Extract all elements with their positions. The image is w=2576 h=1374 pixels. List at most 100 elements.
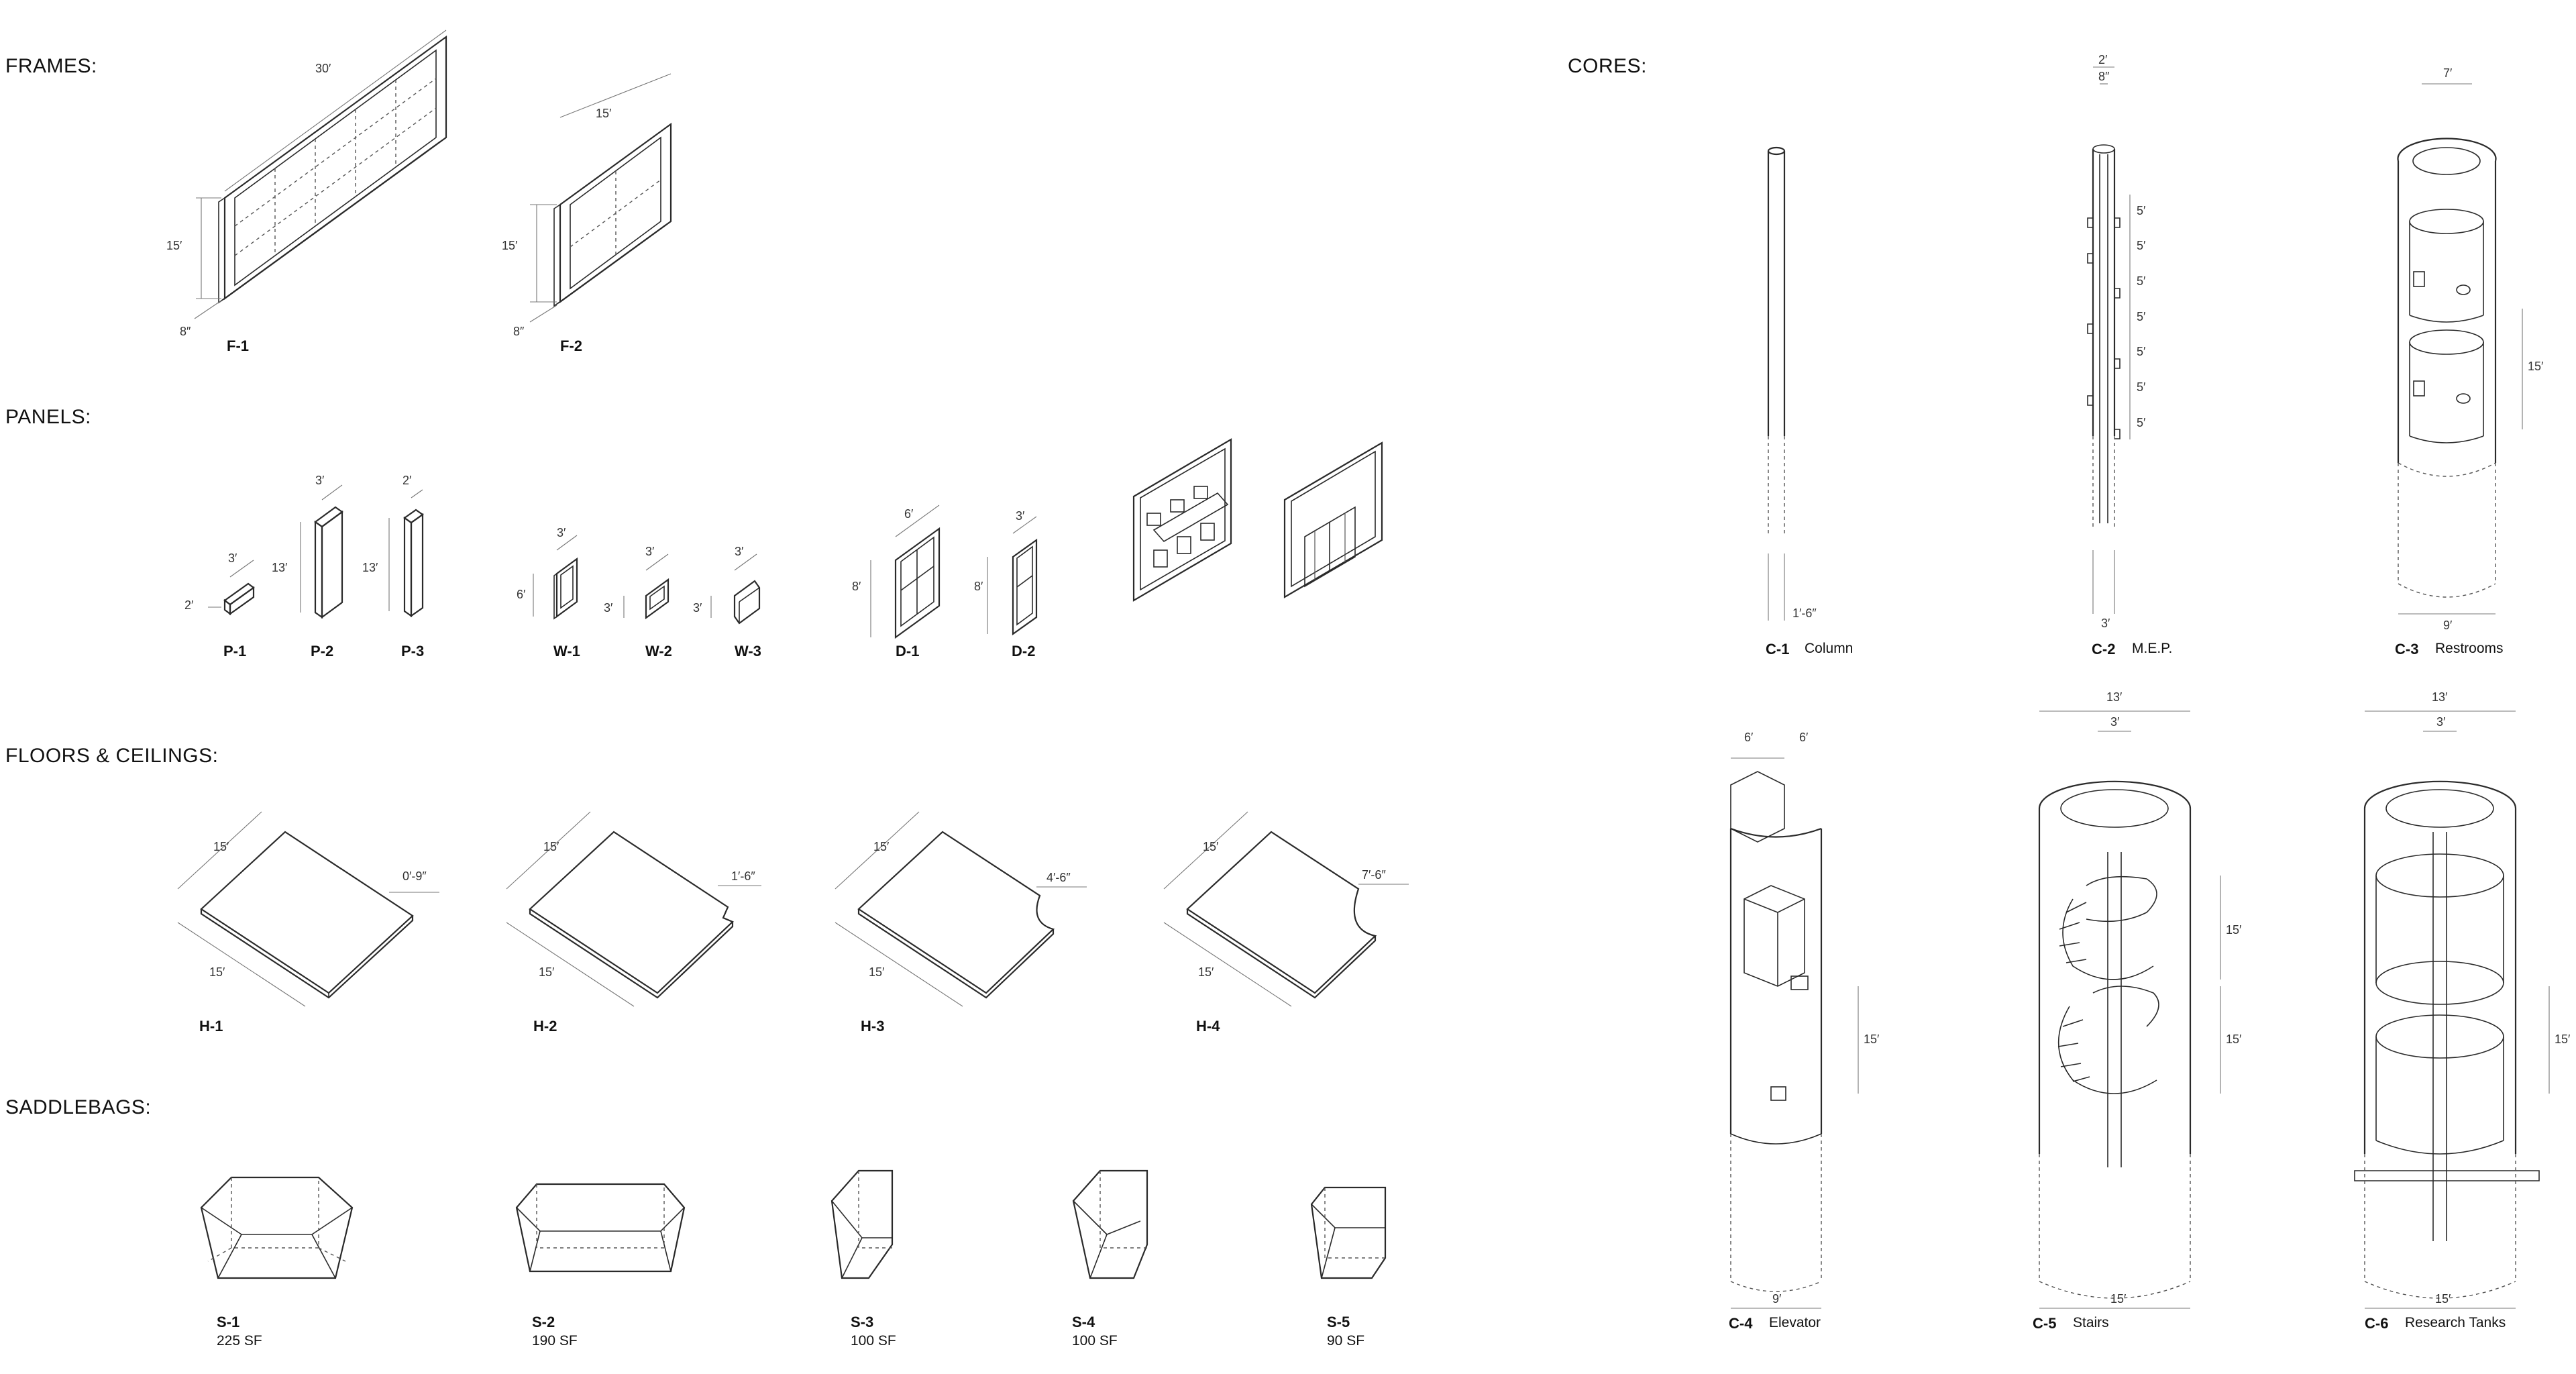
dim-h3-a: 15′ (873, 840, 890, 853)
frames-heading: FRAMES: (5, 55, 97, 77)
saddlebag-area: 100 SF (851, 1333, 896, 1349)
dim-h2-b: 15′ (539, 965, 555, 979)
dimension-labels: 30′ 15′ 8″ 15′ 15′ 8″ 3′ 2′ 3′ 13′ 2′ 13… (166, 53, 2571, 1306)
dim-h1-a: 15′ (213, 840, 229, 853)
panel-p3-drawing (388, 489, 424, 618)
core-code: C-1 (1766, 641, 1790, 657)
panel-code: W-3 (735, 643, 761, 659)
saddlebag-area: 225 SF (217, 1333, 262, 1349)
core-name: Restrooms (2435, 641, 2504, 656)
dim-f1-length: 30′ (315, 62, 331, 75)
dim-w1-b: 6′ (517, 588, 526, 601)
frame-code: F-1 (227, 337, 249, 354)
dim-h3-c: 4′-6″ (1046, 871, 1071, 884)
dim-c5-c: 15′ (2226, 923, 2242, 937)
dim-c2-h: 5′ (2137, 380, 2146, 394)
dim-c6-d: 15′ (2435, 1292, 2451, 1306)
panel-w1-drawing (533, 535, 578, 620)
floor-code: H-3 (861, 1018, 885, 1035)
dim-c2-j: 3′ (2101, 617, 2110, 630)
saddlebag-s4-drawing (1072, 1169, 1148, 1279)
panel-code: P-2 (311, 643, 334, 659)
dim-c1-a: 1′-6″ (1792, 606, 1817, 620)
dim-f2-depth: 8″ (513, 325, 525, 338)
floor-h1-drawing (177, 811, 439, 1007)
dim-d2-b: 8′ (974, 580, 983, 593)
saddlebag-s2-drawing (515, 1183, 686, 1273)
dim-c3-b: 15′ (2528, 360, 2544, 373)
dim-f2-height: 15′ (502, 239, 518, 252)
floor-h4-drawing (1163, 811, 1409, 1007)
core-c2-mep-drawing (2087, 66, 2131, 614)
frame-f2-drawing (529, 73, 672, 323)
dim-c6-b: 3′ (2436, 715, 2446, 729)
dim-w2-b: 3′ (604, 601, 613, 615)
dim-c6-c: 15′ (2555, 1033, 2571, 1046)
dim-w1-a: 3′ (557, 526, 566, 539)
dim-p1-a: 3′ (228, 551, 237, 565)
core-name: Column (1805, 641, 1854, 656)
dim-c2-e: 5′ (2137, 274, 2146, 288)
dim-c5-a: 13′ (2106, 690, 2123, 704)
dim-p3-a: 2′ (402, 474, 412, 487)
saddlebag-code: S-4 (1072, 1314, 1095, 1330)
core-name: Elevator (1769, 1315, 1821, 1330)
panel-p1-drawing (208, 560, 255, 616)
dim-c4-a: 6′ (1744, 731, 1754, 744)
panel-door-assembly-drawing (1283, 441, 1383, 598)
dim-c6-a: 13′ (2432, 690, 2448, 704)
core-name: Research Tanks (2405, 1315, 2506, 1330)
dim-c4-d: 9′ (1772, 1292, 1782, 1306)
saddlebag-code: S-2 (532, 1314, 555, 1330)
dim-f2-length: 15′ (596, 107, 612, 120)
core-code: C-6 (2365, 1315, 2389, 1332)
dim-c3-a: 7′ (2443, 66, 2453, 80)
floors-heading: FLOORS & CEILINGS: (5, 745, 219, 767)
cores-heading: CORES: (1568, 55, 1648, 77)
floor-h3-drawing (835, 811, 1087, 1007)
dim-c4-c: 15′ (1864, 1033, 1880, 1046)
dim-c2-f: 5′ (2137, 310, 2146, 323)
panel-code: W-1 (553, 643, 580, 659)
dim-c5-e: 15′ (2110, 1292, 2127, 1306)
dim-h2-a: 15′ (543, 840, 559, 853)
dim-c2-i: 5′ (2137, 416, 2146, 429)
panel-w2-drawing (623, 553, 669, 620)
frame-f1-drawing (194, 30, 447, 319)
dim-c4-b: 6′ (1799, 731, 1809, 744)
panel-d1-drawing (870, 505, 941, 639)
saddlebag-code: S-3 (851, 1314, 874, 1330)
core-code: C-3 (2395, 641, 2419, 657)
frame-code: F-2 (560, 337, 582, 354)
core-name: M.E.P. (2132, 641, 2173, 656)
dim-d1-a: 6′ (904, 507, 914, 521)
saddlebag-area: 190 SF (532, 1333, 578, 1349)
dim-w3-a: 3′ (735, 545, 744, 558)
dim-c2-a: 2′ (2098, 53, 2108, 66)
floor-h2-drawing (506, 811, 761, 1007)
dim-h1-c: 0′-9″ (402, 869, 427, 883)
saddlebag-code: S-5 (1327, 1314, 1350, 1330)
dim-f1-height: 15′ (166, 239, 182, 252)
dim-f1-depth: 8″ (180, 325, 191, 338)
core-code: C-4 (1729, 1315, 1753, 1332)
core-c3-restrooms-drawing (2397, 83, 2523, 615)
saddlebag-s5-drawing (1310, 1186, 1387, 1279)
dim-h4-a: 15′ (1203, 840, 1219, 853)
floor-code: H-4 (1196, 1018, 1220, 1035)
dim-w3-b: 3′ (693, 601, 702, 615)
dim-c3-c: 9′ (2443, 619, 2453, 632)
saddlebag-s3-drawing (830, 1169, 894, 1279)
core-code: C-2 (2092, 641, 2116, 657)
dim-c5-b: 3′ (2110, 715, 2120, 729)
dim-d1-b: 8′ (852, 580, 861, 593)
saddlebag-s1-drawing (200, 1176, 354, 1279)
saddlebag-code: S-1 (217, 1314, 240, 1330)
panel-code: W-2 (645, 643, 672, 659)
dim-c2-d: 5′ (2137, 239, 2146, 252)
dim-w2-a: 3′ (645, 545, 655, 558)
floor-code: H-2 (533, 1018, 557, 1035)
dim-h1-b: 15′ (209, 965, 225, 979)
panel-window-assembly-drawing (1132, 438, 1232, 602)
dim-h4-b: 15′ (1198, 965, 1214, 979)
